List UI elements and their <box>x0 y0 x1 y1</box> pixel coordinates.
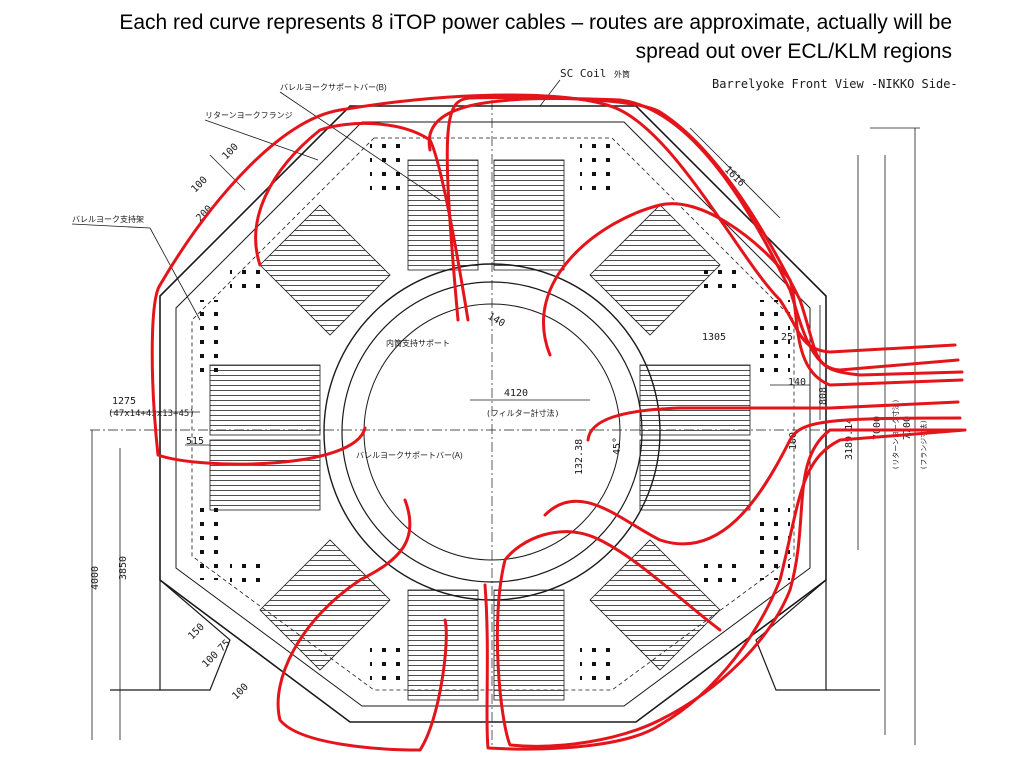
flange-dim-label: (フランジ寸法) <box>919 420 928 470</box>
barrel-support-a-label: バレルヨークサポートバー(A) <box>356 451 463 460</box>
return-yoke-flange-label: リターンヨークフランジ <box>205 111 293 120</box>
dimension-lines <box>91 127 920 745</box>
dim-7000: 7000 <box>872 416 883 440</box>
dim-515: 515 <box>186 436 204 447</box>
cable-route-top-left-outer <box>150 93 957 466</box>
dim-25: 25 <box>781 332 793 343</box>
octagon-outline <box>159 105 827 723</box>
dim-150: 150 <box>186 622 207 643</box>
cable-routes <box>150 93 967 752</box>
dim-4120: 4120 <box>504 388 528 399</box>
dim-4000: 4000 <box>90 566 101 590</box>
cable-route-right <box>586 400 960 442</box>
dim-1305: 1305 <box>702 332 726 343</box>
dim-1275: 1275 <box>112 396 136 407</box>
dim-45-deg: 45° <box>612 437 623 455</box>
dim-100-b: 100 <box>189 175 210 196</box>
support-feet <box>110 578 880 691</box>
klm-sectors <box>209 159 751 701</box>
barrel-support-b-label: バレルヨークサポートバー(B) <box>280 83 387 92</box>
dim-808: 808 <box>818 387 829 405</box>
cable-route-bottom-center <box>483 428 967 751</box>
dim-3850: 3850 <box>118 556 129 580</box>
dim-7700: 7700 <box>902 416 913 440</box>
center-lines <box>90 100 900 745</box>
filter-dim-label: (フィルター計寸法) <box>486 408 559 418</box>
sc-coil-jp-label: 外筒 <box>614 69 630 79</box>
cable-route-top-right <box>542 202 964 387</box>
caption-line-2: spread out over ECL/KLM regions <box>635 40 952 63</box>
caption-line-1: Each red curve represents 8 iTOP power c… <box>119 11 952 34</box>
dim-1275-sub: (47x14+43x13+45) <box>108 409 195 419</box>
dim-100-e: 100 <box>230 682 251 703</box>
cable-route-bottom-left <box>276 498 448 752</box>
cable-route-top-center-2 <box>445 96 964 377</box>
dim-132-38: 132.38 <box>574 439 585 475</box>
dim-100-c: 100 <box>788 432 799 450</box>
cable-route-bottom-right <box>543 416 962 546</box>
dim-100-d: 100 <box>200 650 221 671</box>
dim-140-b: 140 <box>788 377 806 388</box>
dim-100-a: 100 <box>220 142 241 163</box>
cable-route-bottom-right-outer <box>495 428 964 748</box>
bolt-pattern <box>190 140 790 690</box>
drawing-title: Barrelyoke Front View -NIKKO Side- <box>712 77 958 91</box>
sc-coil-label: SC Coil <box>560 67 606 80</box>
caption: Each red curve represents 8 iTOP power c… <box>12 8 952 66</box>
barrel-stand-label: バレルヨーク支持架 <box>72 214 144 224</box>
inner-support-label: 内筒支持サポート <box>386 338 450 348</box>
dim-140-a: 140 <box>486 311 507 330</box>
